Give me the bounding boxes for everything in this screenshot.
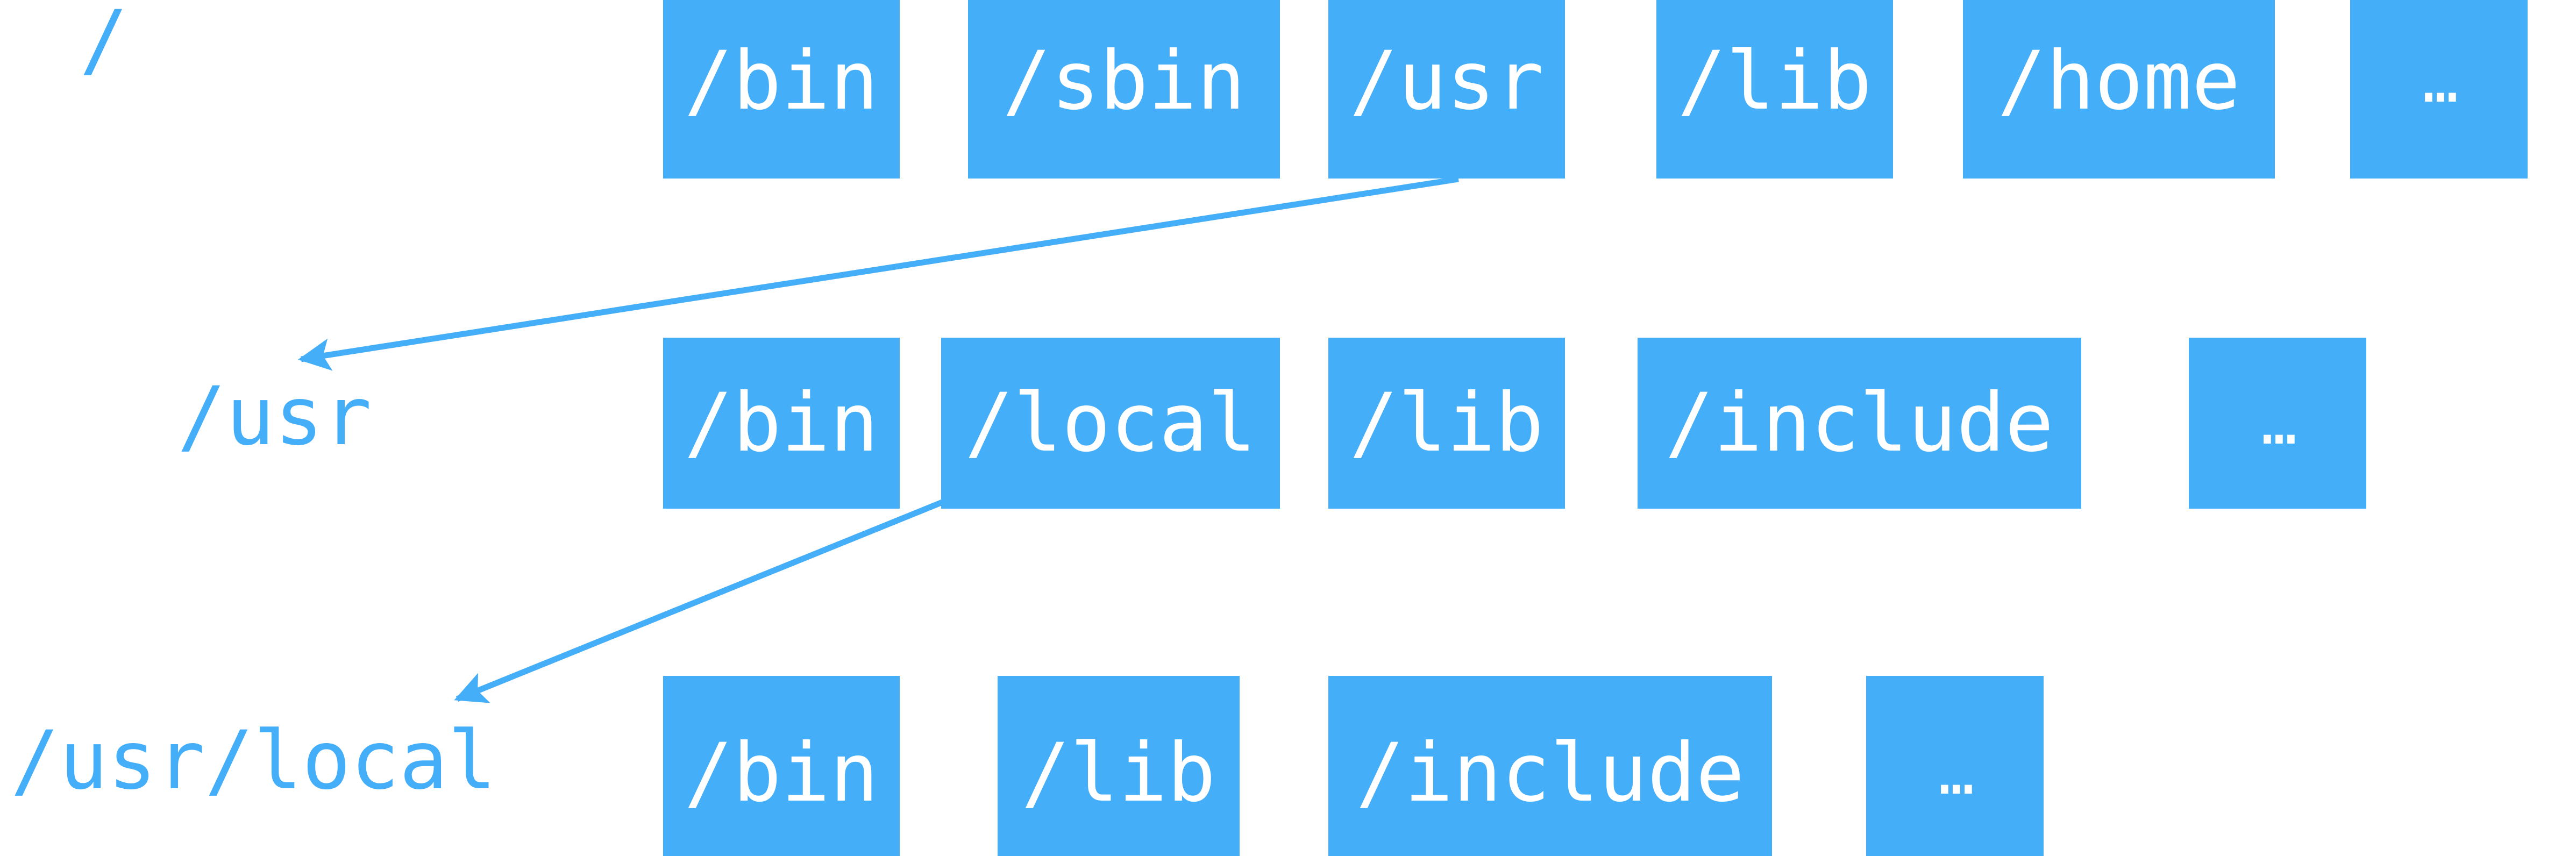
- node-label: /sbin: [1002, 34, 1246, 128]
- node-box-local[interactable]: /local: [941, 338, 1280, 509]
- node-label: /lib: [1349, 376, 1544, 470]
- node-label: /local: [965, 376, 1256, 470]
- node-box-include[interactable]: /include: [1328, 676, 1772, 856]
- node-box-bin[interactable]: /bin: [663, 338, 900, 509]
- ellipsis-icon: …: [2261, 389, 2297, 458]
- node-box-include[interactable]: /include: [1638, 338, 2081, 509]
- ellipsis-icon: …: [2422, 47, 2458, 116]
- node-box-lib[interactable]: /lib: [1328, 338, 1565, 509]
- node-label: /lib: [1677, 34, 1872, 128]
- row-label-usr-local-row: /usr/local: [11, 714, 497, 808]
- ellipsis-icon: …: [1938, 739, 1974, 808]
- node-label: /lib: [1021, 726, 1216, 820]
- row-label-root-row: /: [80, 0, 129, 87]
- node-box-sbin[interactable]: /sbin: [968, 0, 1280, 179]
- node-box-bin[interactable]: /bin: [663, 676, 900, 856]
- node-label: /usr: [1349, 34, 1544, 128]
- local-expand-arrow: [454, 497, 949, 703]
- node-label: /bin: [684, 34, 879, 128]
- row-label-usr-row: /usr: [177, 370, 372, 463]
- node-box-home[interactable]: /home: [1963, 0, 2275, 179]
- node-box-ellipsis[interactable]: …: [2350, 0, 2528, 179]
- node-label: /bin: [684, 726, 879, 820]
- node-box-ellipsis[interactable]: …: [2189, 338, 2366, 509]
- node-box-bin[interactable]: /bin: [663, 0, 900, 179]
- node-label: /include: [1665, 376, 2054, 470]
- node-label: /include: [1356, 726, 1745, 820]
- node-box-usr[interactable]: /usr: [1328, 0, 1565, 179]
- node-box-lib[interactable]: /lib: [1656, 0, 1893, 179]
- node-box-lib[interactable]: /lib: [998, 676, 1240, 856]
- node-label: /home: [1997, 34, 2240, 128]
- usr-expand-arrow: [298, 176, 1459, 371]
- node-box-ellipsis[interactable]: …: [1866, 676, 2044, 856]
- node-label: /bin: [684, 376, 879, 470]
